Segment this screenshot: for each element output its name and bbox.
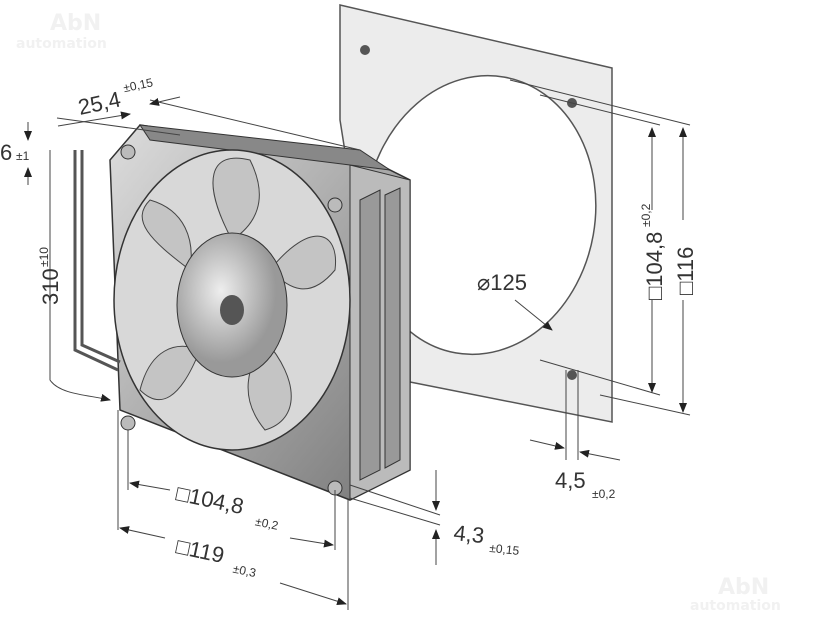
svg-text:AbN: AbN: [50, 11, 101, 36]
svg-text:±0,15: ±0,15: [122, 75, 155, 95]
svg-text:6: 6: [0, 140, 12, 165]
dimension-lines: [24, 79, 691, 610]
dim-lead-offset: 6 ±1: [0, 140, 30, 165]
dim-lead-length: 310 ±10: [37, 247, 63, 305]
svg-text:25,4: 25,4: [76, 87, 123, 120]
dim-frame-size: □119 ±0,3: [174, 533, 258, 581]
svg-text:AbN: AbN: [718, 575, 769, 600]
dim-depth: 25,4 ±0,15: [76, 75, 155, 120]
svg-text:±10: ±10: [37, 247, 51, 267]
svg-text:automation: automation: [690, 598, 781, 614]
svg-text:4,3: 4,3: [452, 520, 485, 548]
svg-text:±0,2: ±0,2: [254, 514, 280, 533]
dim-flange: 4,3 ±0,15: [452, 520, 521, 558]
svg-text:±0,2: ±0,2: [592, 487, 616, 501]
dim-hole-pitch: □104,8 ±0,2: [174, 480, 280, 533]
dim-gasket-size: □116: [673, 247, 698, 295]
svg-text:□104,8: □104,8: [174, 480, 246, 519]
fan: [73, 124, 411, 501]
svg-text:□119: □119: [174, 533, 227, 568]
svg-text:±0,2: ±0,2: [639, 203, 653, 227]
svg-text:±0,15: ±0,15: [489, 541, 521, 558]
svg-text:automation: automation: [16, 36, 107, 52]
watermark-bottom: AbN automation: [690, 575, 781, 614]
svg-text:±0,3: ±0,3: [232, 562, 258, 581]
dim-gasket-hole: 4,5 ±0,2: [555, 468, 616, 501]
svg-text:310: 310: [38, 268, 63, 305]
svg-text:⌀125: ⌀125: [477, 270, 527, 295]
svg-text:4,5: 4,5: [555, 468, 586, 493]
svg-text:□116: □116: [673, 247, 698, 295]
dim-cutout-diameter: ⌀125: [477, 270, 527, 295]
svg-text:□104,8: □104,8: [642, 232, 667, 300]
svg-text:±1: ±1: [16, 149, 30, 163]
dim-gasket-hole-pitch: □104,8 ±0,2: [639, 203, 667, 300]
watermark-top: AbN automation: [16, 11, 107, 52]
